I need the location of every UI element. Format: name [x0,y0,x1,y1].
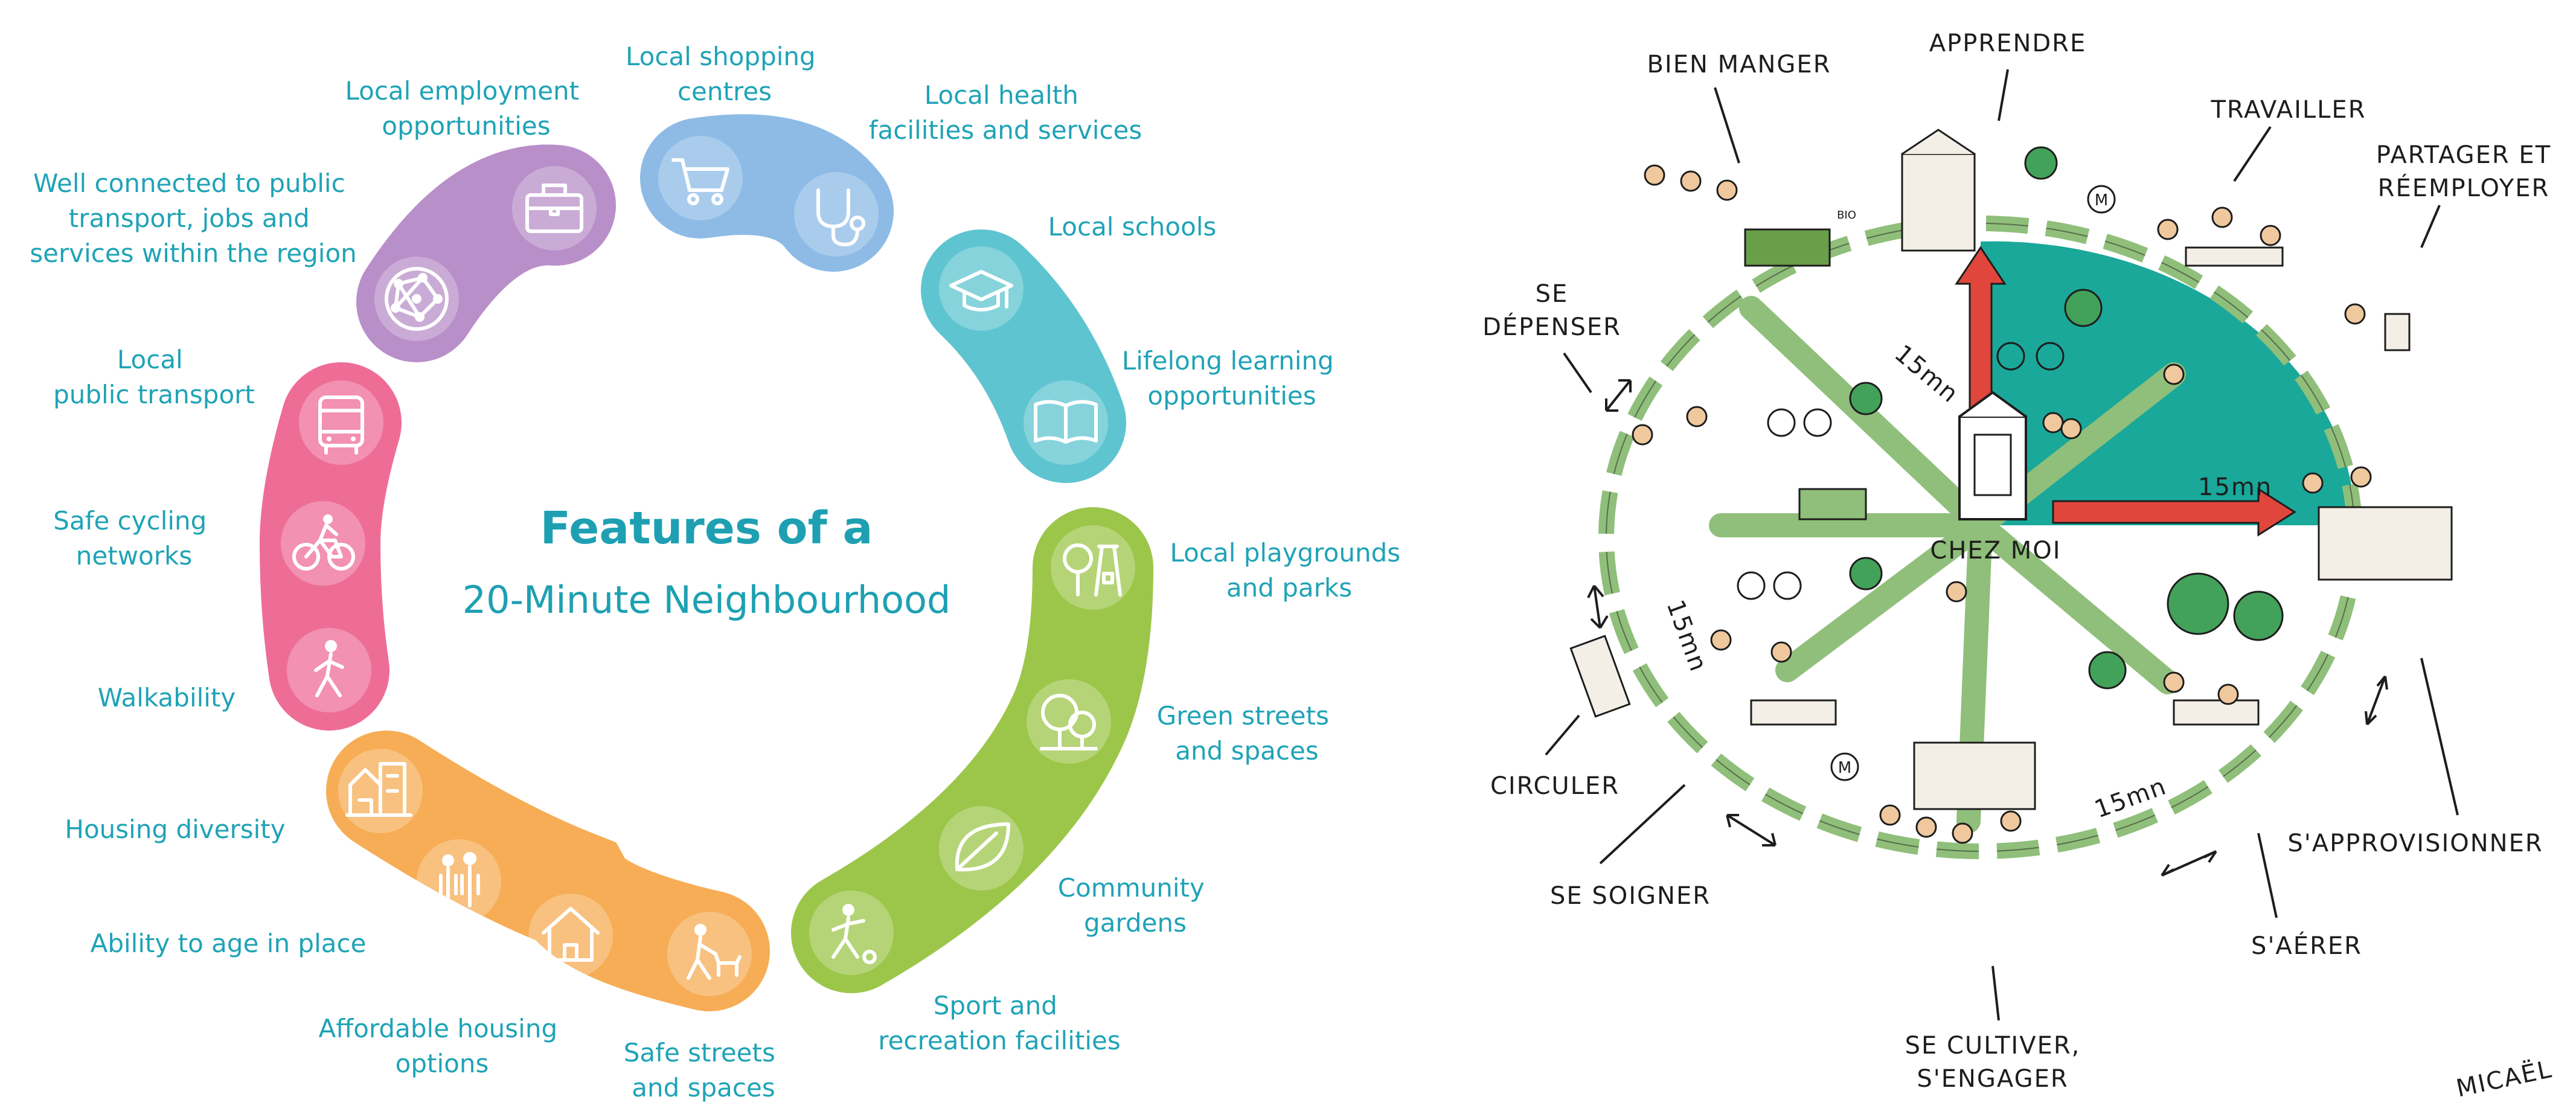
graduation-cap-icon [949,270,1013,312]
label-well-connected: Well connected to public transport, jobs… [30,168,357,268]
scene-vignettes [1569,129,2453,844]
pedestrian-icon [314,640,344,697]
label-bien-manger: BIEN MANGER [1647,51,1831,78]
label-se-cultiver-1: SE CULTIVER, [1905,1032,2081,1060]
label-se-depenser-2: DÉPENSER [1482,312,1621,341]
leaf-icon [955,822,1010,872]
distance-label-left: 15mn [1661,597,1713,676]
distance-label-right: 15mn [2198,473,2272,501]
network-icon [385,267,449,331]
tree-decorations [1849,146,2284,690]
label-green-streets: Green streets and spaces [1157,701,1338,766]
pink-band [259,362,402,731]
label-walkability: Walkability [98,683,236,712]
distance-label-diagonal: 15mn [1889,339,1964,408]
double-arrows [1587,379,2388,877]
fifteen-minute-city-illustration: M M BIO 15mn 15mn 15mn 15mn CHEZ MOI [1482,30,2555,1103]
home-building [1958,391,2027,520]
pointer-lines [1545,69,2459,1021]
label-partager-1: PARTAGER ET [2376,141,2551,169]
blue-band [640,114,894,272]
cyclist-icon [292,514,355,571]
label-partager-2: RÉEMPLOYER [2378,173,2550,202]
dog-walker-icon [687,924,742,980]
label-local-playgrounds: Local playgrounds and parks [1170,538,1409,603]
features-diagram: Features of a 20-Minute Neighbourhood [30,42,1409,1102]
label-s-aerer: S'AÉRER [2251,931,2362,960]
label-s-approvisionner: S'APPROVISIONNER [2287,830,2543,857]
briefcase-icon [525,184,583,233]
label-apprendre: APPRENDRE [1929,30,2086,57]
diagram-subtitle: 20-Minute Neighbourhood [463,578,951,622]
feature-labels: Local employment opportunities Well conn… [30,42,1409,1102]
house-icon [542,907,600,962]
label-local-public-transport: Local public transport [53,345,255,409]
green-band [791,507,1153,993]
label-housing-diversity: Housing diversity [65,814,285,844]
label-local-health: Local health facilities and services [869,80,1142,145]
label-se-cultiver-2: S'ENGAGER [1917,1065,2068,1093]
label-se-soigner: SE SOIGNER [1550,882,1711,910]
orange-band [326,731,770,1011]
metro-sign-top: M [2095,191,2108,210]
bio-sign: BIO [1837,209,1856,222]
label-lifelong-learning: Lifelong learning opportunities [1122,346,1342,411]
purple-band [356,144,616,362]
label-age-in-place: Ability to age in place [91,929,367,958]
label-sport-recreation: Sport and recreation facilities [878,991,1120,1055]
book-icon [1034,400,1098,444]
label-local-schools: Local schools [1048,212,1217,242]
teal-band [921,229,1126,483]
metro-sign-bottom: M [1838,759,1851,777]
label-affordable-housing: Affordable housing options [319,1014,566,1078]
label-circuler: CIRCULER [1490,772,1620,800]
trees-icon [1040,694,1098,750]
playground-icon [1063,543,1122,597]
chez-moi-label: CHEZ MOI [1930,537,2061,565]
label-se-depenser-1: SE [1536,280,1569,308]
football-player-icon [831,904,877,964]
label-safe-cycling: Safe cycling networks [53,506,214,571]
label-local-employment: Local employment opportunities [345,76,587,141]
label-local-shopping: Local shopping centres [626,42,824,106]
housing-icon [345,762,412,817]
bus-icon [318,395,364,455]
label-travailler: TRAVAILLER [2210,96,2366,124]
shopping-cart-icon [671,158,729,205]
label-community-gardens: Community gardens [1058,873,1213,938]
family-icon [439,852,480,907]
label-safe-streets: Safe streets and spaces [624,1038,783,1102]
activity-labels: BIEN MANGER APPRENDRE TRAVAILLER PARTAGE… [1482,30,2551,1093]
distance-label-bottom: 15mn [2091,772,2171,824]
stethoscope-icon [816,188,865,246]
diagram-title: Features of a [540,502,873,554]
artist-signature: MICAËL [2453,1054,2555,1102]
